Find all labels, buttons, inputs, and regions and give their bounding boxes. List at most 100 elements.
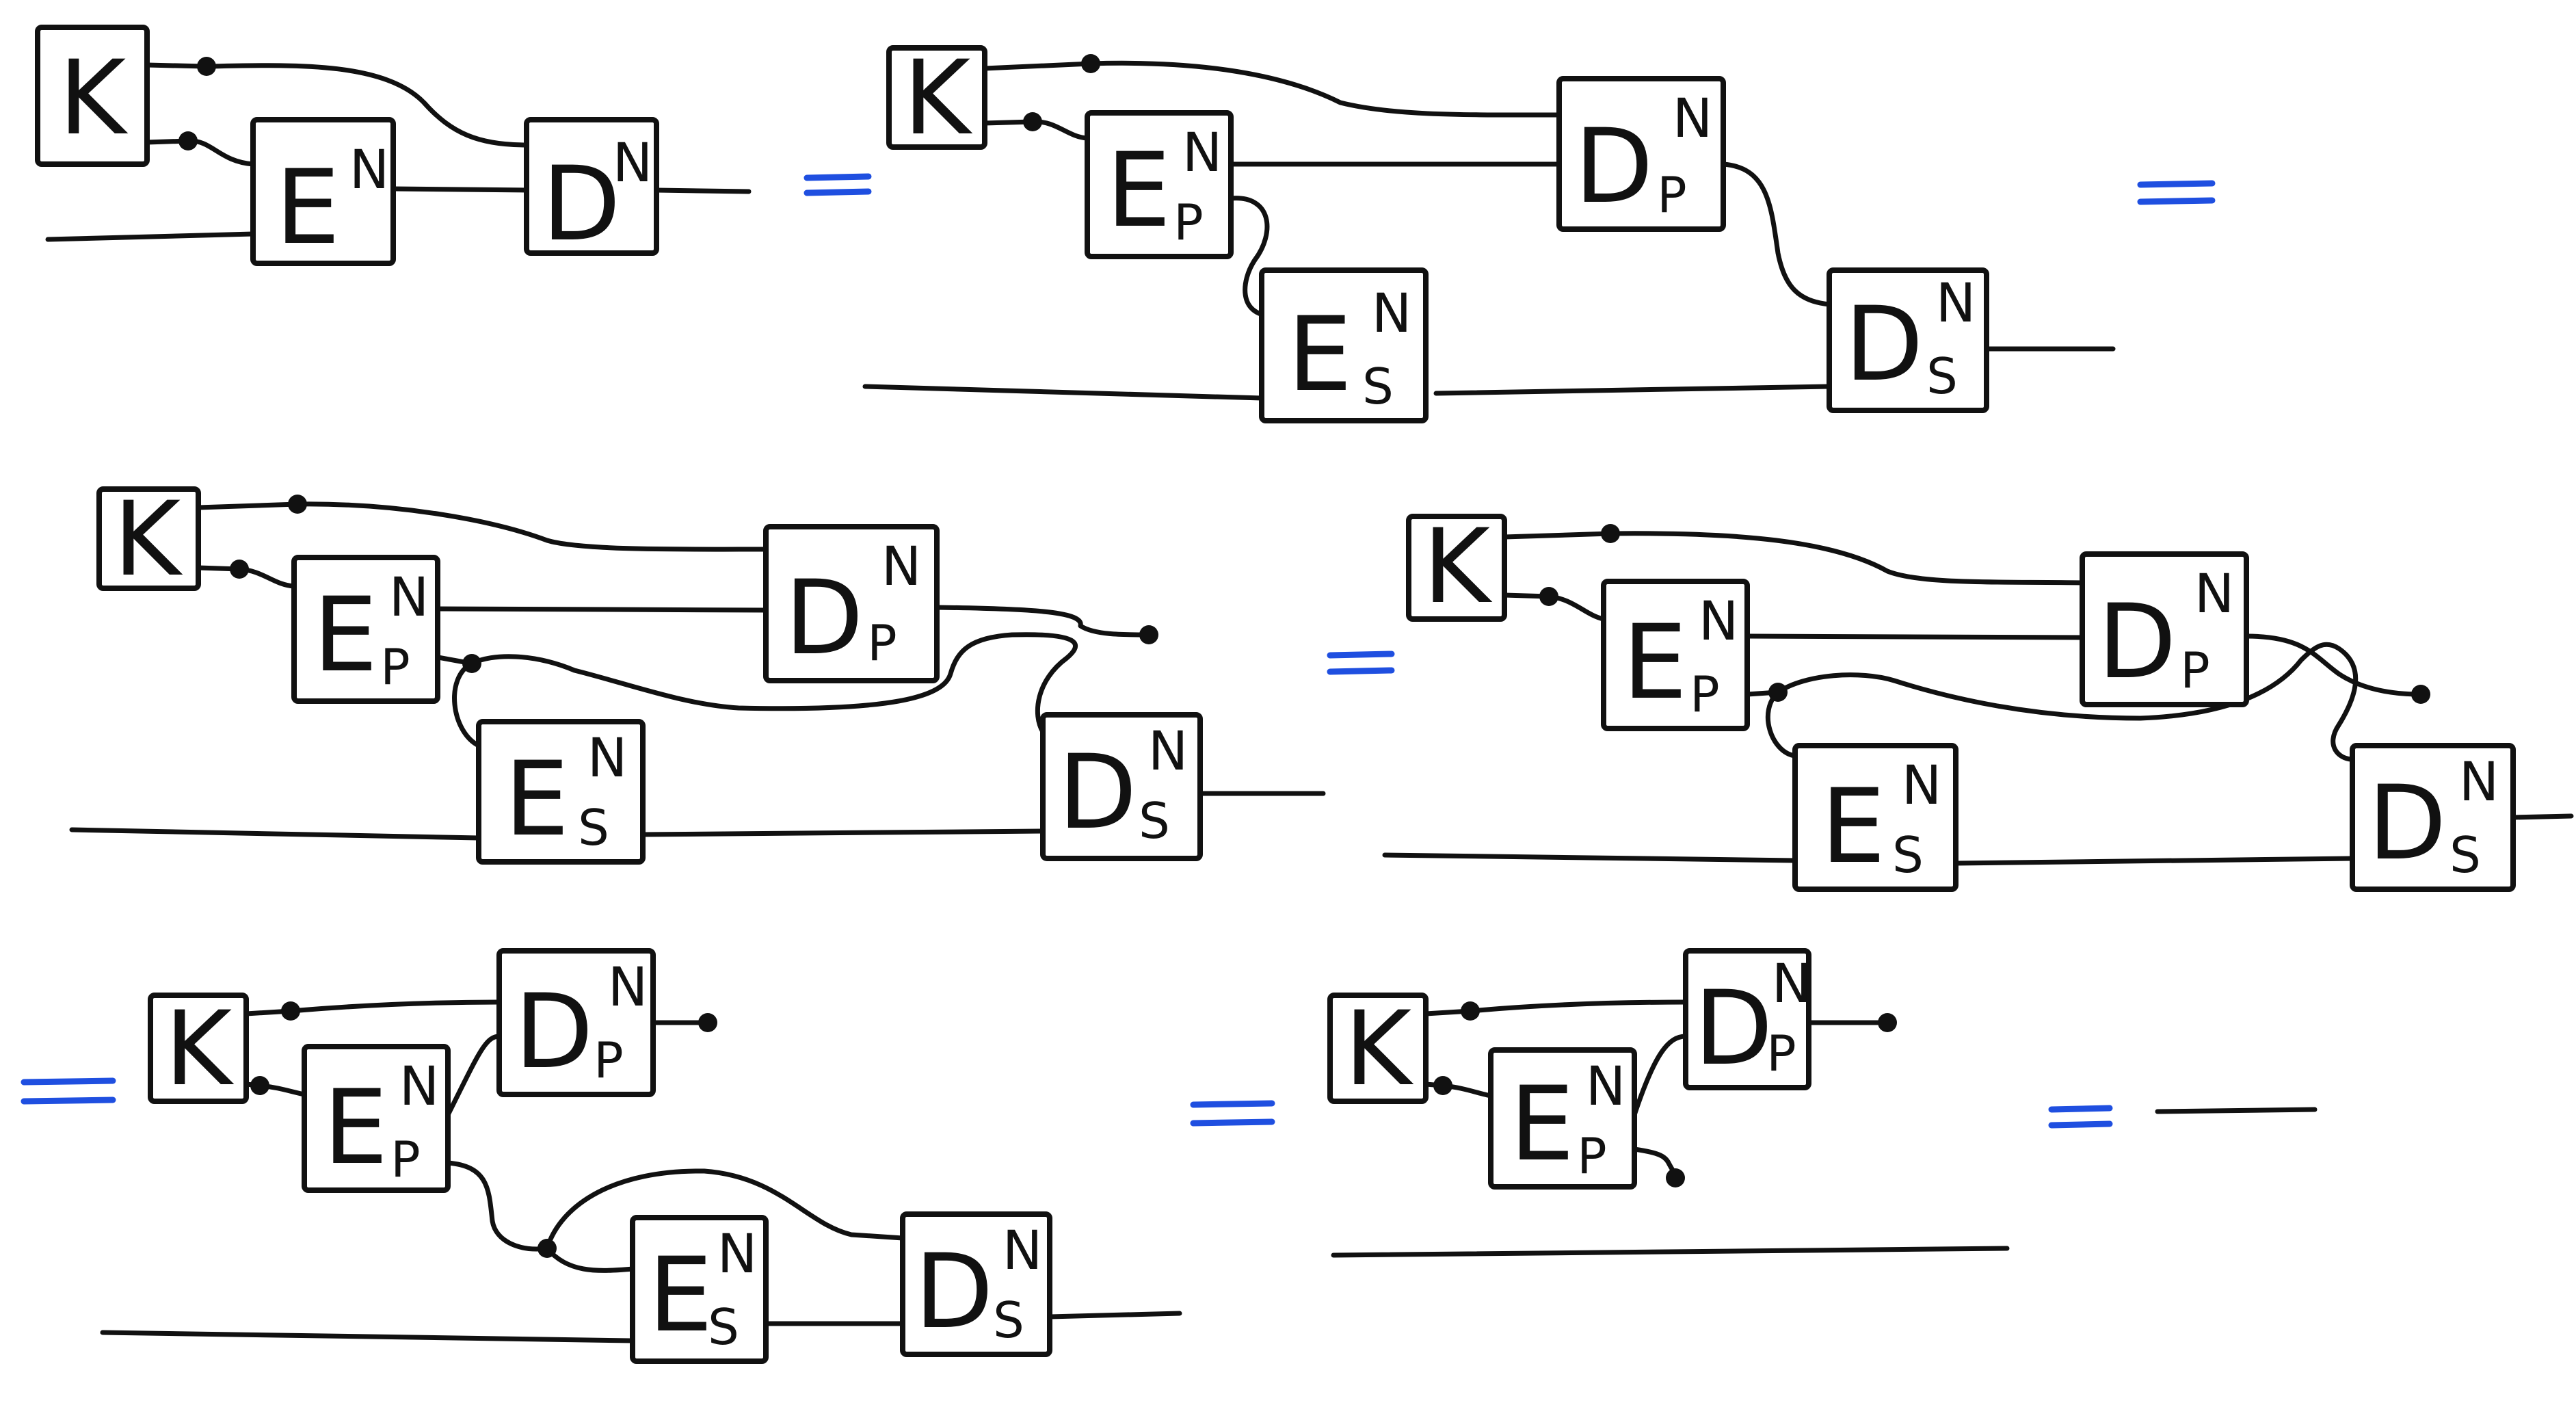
diagram-6: K E N P D N P [1327, 948, 2010, 1258]
encoder-box: E N [250, 117, 396, 267]
copy-dot [462, 654, 481, 673]
public-encoder-subscript: P [1690, 666, 1719, 723]
wire [1632, 1034, 1688, 1118]
copy-dot [1539, 587, 1558, 606]
wire [1433, 384, 1832, 396]
wire [862, 384, 1264, 401]
secret-encoder-label: E [648, 1236, 713, 1355]
public-decoder-subscript: P [594, 1032, 623, 1089]
secret-decoder-label: D [2367, 764, 2447, 883]
public-decoder-superscript: N [881, 536, 921, 598]
public-decoder-label: D [784, 559, 864, 678]
secret-decoder-box: D N S [1827, 267, 1989, 413]
secret-decoder-box: D N S [1040, 712, 1203, 861]
wire [243, 999, 502, 1016]
public-encoder-subscript: P [1577, 1127, 1606, 1185]
wire [982, 60, 1562, 118]
key-label: K [59, 39, 129, 158]
wire [640, 828, 1046, 837]
wire [45, 231, 256, 242]
key-box: K [35, 25, 150, 167]
wire [934, 605, 1152, 638]
copy-dot [178, 131, 198, 150]
public-decoder-box: D N P [496, 948, 656, 1097]
equals-sign [1190, 1118, 1275, 1127]
public-decoder-subscript: P [2180, 642, 2209, 699]
copy-dot [1601, 524, 1620, 543]
public-decoder-superscript: N [1772, 954, 1811, 1015]
wire [2510, 813, 2574, 820]
secret-decoder-box: D N S [2350, 743, 2516, 892]
public-encoder-box: E N P [302, 1044, 451, 1193]
equals-sign [21, 1077, 116, 1086]
secret-encoder-box: E N S [1259, 267, 1429, 423]
secret-encoder-label: E [1821, 767, 1886, 887]
public-decoder-box: D N P [2080, 551, 2249, 707]
public-encoder-label: E [1510, 1065, 1575, 1184]
secret-decoder-box: D N S [900, 1211, 1052, 1357]
public-encoder-subscript: P [390, 1131, 420, 1188]
wire [654, 187, 752, 194]
wire [1765, 690, 1798, 759]
secret-encoder-superscript: N [1372, 283, 1411, 345]
public-encoder-superscript: N [1586, 1056, 1625, 1118]
secret-encoder-subscript: S [1892, 826, 1924, 884]
wire [144, 62, 529, 148]
decoder-box: D N [524, 117, 659, 264]
secret-decoder-label: D [914, 1233, 994, 1352]
equals-sign [2137, 180, 2216, 188]
key-label: K [165, 990, 235, 1109]
discard-dot [1878, 1013, 1897, 1032]
wire [431, 632, 1078, 735]
public-decoder-superscript: N [2194, 564, 2234, 625]
public-decoder-label: D [1574, 107, 1654, 226]
wire [1744, 642, 2359, 762]
copy-dot [1768, 683, 1788, 702]
diagram-5: K E N P D N P E N S D N S [100, 948, 1182, 1364]
public-encoder-label: E [1623, 603, 1688, 722]
wire [1423, 999, 1688, 1016]
public-encoder-superscript: N [399, 1056, 439, 1118]
secret-decoder-subscript: S [2449, 826, 2481, 884]
decoder-label: D [542, 145, 621, 264]
encoder-superscript: N [349, 140, 389, 201]
key-box: K [1406, 508, 1507, 627]
public-decoder-label: D [514, 973, 594, 1092]
wire [100, 1330, 635, 1343]
copy-dot [230, 560, 249, 579]
wire [1502, 531, 2085, 586]
wire [390, 186, 529, 193]
public-decoder-box: D N P [1683, 948, 1811, 1090]
secret-decoder-superscript: N [1002, 1220, 1042, 1282]
key-label: K [114, 480, 183, 599]
public-encoder-box: E N P [291, 555, 440, 704]
public-encoder-label: E [1106, 131, 1171, 250]
public-encoder-subscript: P [1173, 194, 1203, 251]
encoder-label: E [276, 148, 341, 267]
key-box: K [1327, 990, 1429, 1109]
wire [196, 501, 769, 552]
key-label: K [1344, 990, 1414, 1109]
copy-dot [281, 1001, 300, 1021]
diagram-1: K E N D N [35, 25, 752, 267]
discard-dot [1666, 1168, 1685, 1187]
wire [544, 1168, 905, 1251]
public-encoder-superscript: N [1699, 591, 1738, 653]
wire [1047, 1311, 1182, 1319]
secret-decoder-subscript: S [1926, 347, 1958, 405]
wire [1331, 1246, 2010, 1258]
public-decoder-subscript: P [1766, 1025, 1796, 1082]
equals-sign [804, 173, 872, 181]
discard-dot [2411, 685, 2430, 704]
secret-decoder-label: D [1058, 733, 1137, 852]
wire [431, 606, 769, 613]
equals-sign [1327, 651, 1395, 659]
secret-encoder-box: E N S [476, 719, 646, 865]
copy-dot [1433, 1076, 1452, 1095]
secret-encoder-box: E N S [1792, 743, 1958, 892]
secret-encoder-subscript: S [708, 1298, 739, 1356]
equals-sign [1190, 1100, 1275, 1108]
key-box: K [886, 39, 987, 158]
equals-sign [2137, 197, 2216, 205]
public-encoder-label: E [323, 1068, 388, 1187]
